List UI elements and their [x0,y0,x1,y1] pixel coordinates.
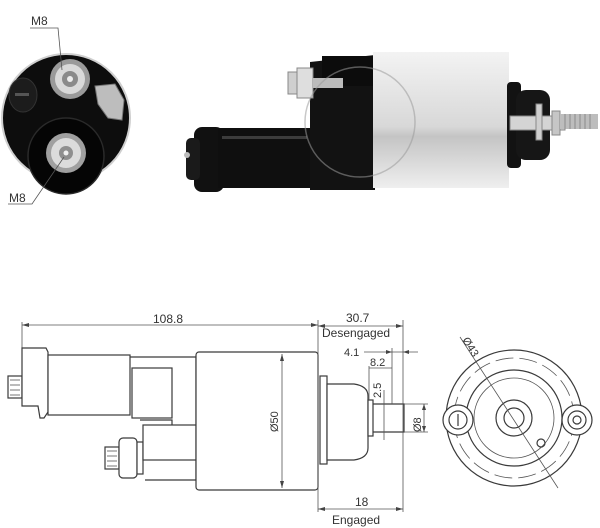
watermark-logo [304,66,416,178]
dim-plunger-diameter: Ø8 [412,417,424,432]
drawing-side-view [7,320,428,512]
label-m8-top: M8 [31,14,48,28]
label-desengaged: Desengaged [322,326,390,340]
label-engaged: Engaged [332,513,380,527]
photo-end-view [1,27,131,205]
leader-line-top [30,27,63,71]
photo-side-view [184,52,598,192]
dim-stroke: 2.5 [372,383,384,398]
dim-desengaged-length: 30.7 [346,311,370,325]
dim-engaged-length: 18 [355,495,369,509]
leader-line-bottom [8,156,65,205]
drawing-end-view [442,336,593,489]
dim-overall-length: 108.8 [153,312,183,326]
dim-offset-4-1: 4.1 [344,347,359,359]
dim-body-diameter: Ø50 [269,411,281,432]
dim-flange-diameter: Ø43 [459,335,480,359]
dim-offset-8-2: 8.2 [370,357,385,369]
label-m8-bottom: M8 [9,191,26,205]
